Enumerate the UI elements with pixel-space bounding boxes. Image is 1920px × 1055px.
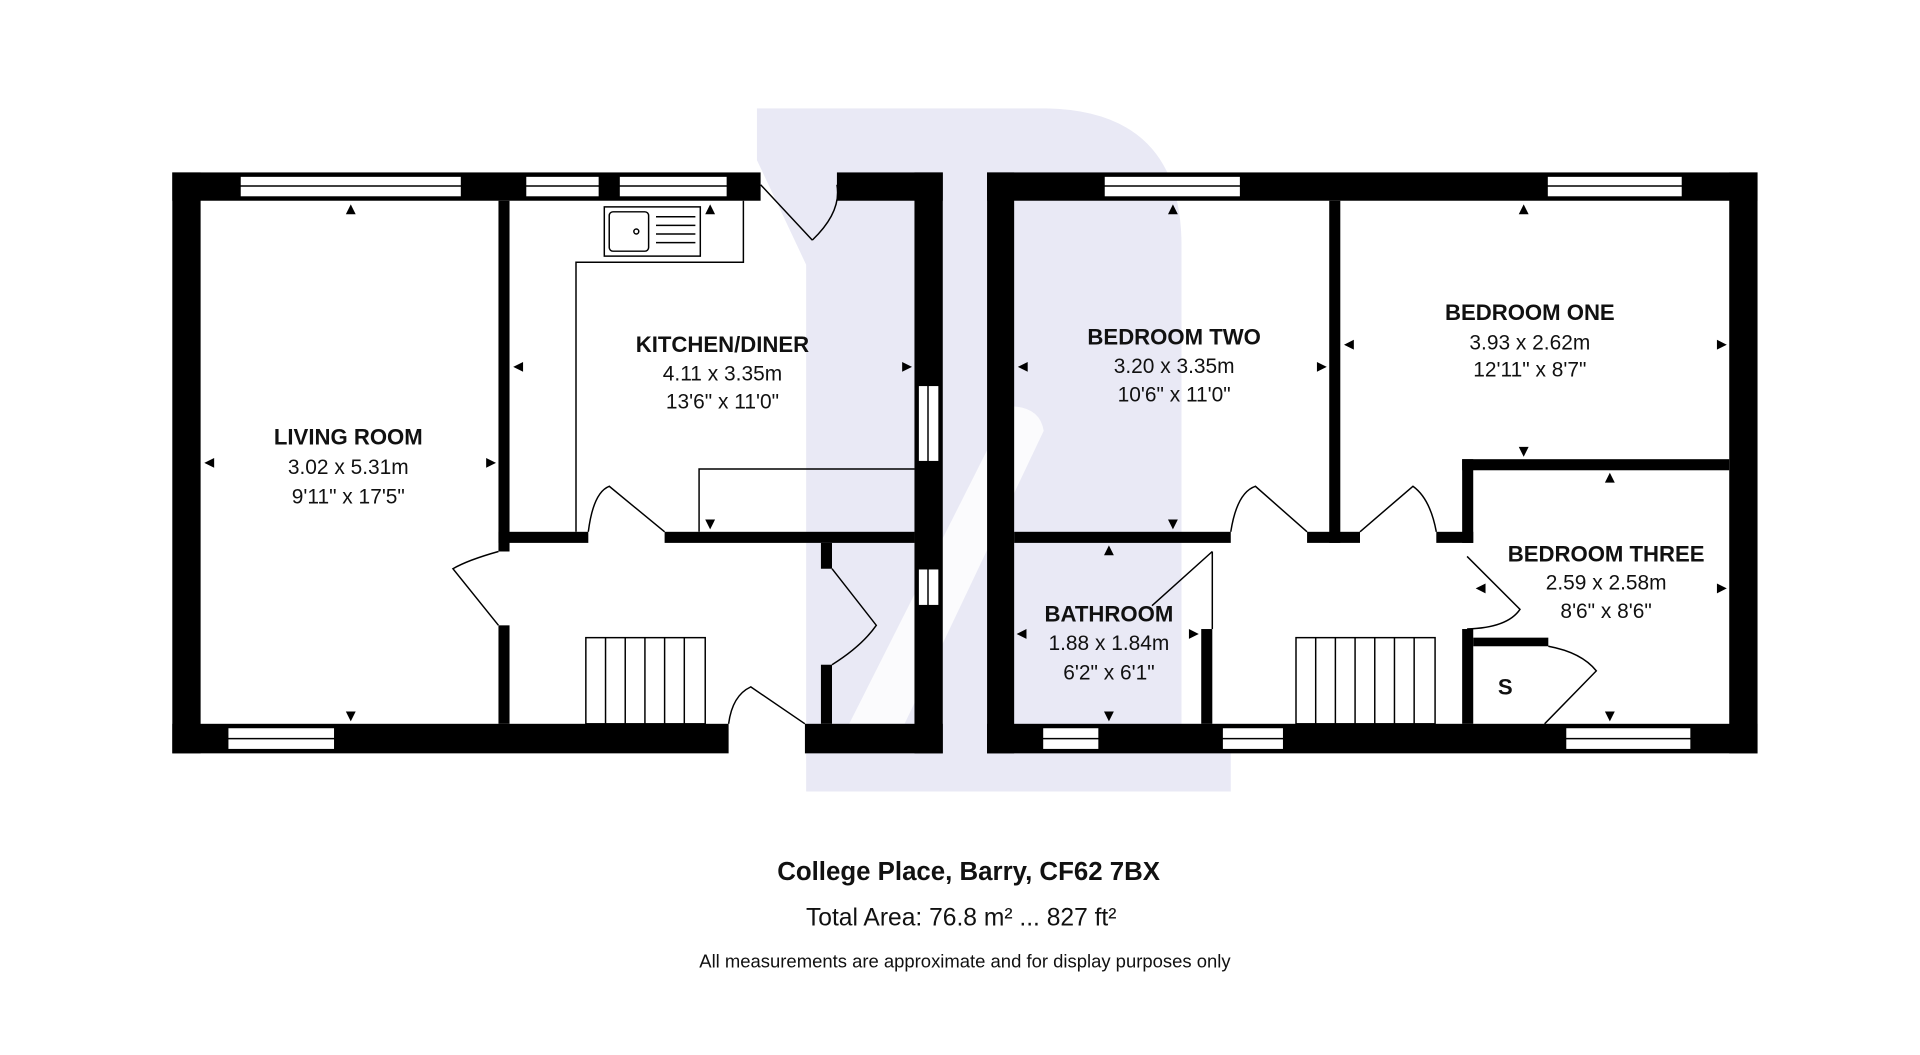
door-swings — [1151, 485, 1598, 725]
room-name: BEDROOM TWO — [1087, 325, 1260, 350]
room-imperial: 9'11" x 17'5" — [292, 486, 405, 509]
room-imperial: 8'6" x 8'6" — [1560, 600, 1651, 623]
sink-icon — [603, 206, 702, 257]
room-kitchen-diner: KITCHEN/DINER 4.11 x 3.35m 13'6" x 11'0" — [636, 332, 809, 414]
room-imperial: 13'6" x 11'0" — [666, 391, 779, 414]
ground-floor-fixtures — [451, 184, 915, 725]
room-name: BEDROOM THREE — [1508, 541, 1705, 566]
room-imperial: 10'6" x 11'0" — [1118, 383, 1231, 406]
room-imperial: 6'2" x 6'1" — [1063, 662, 1154, 685]
ground-floor-windows — [226, 175, 940, 751]
room-metric: 3.20 x 3.35m — [1114, 355, 1235, 378]
staircase — [585, 636, 706, 725]
room-bathroom: BATHROOM 1.88 x 1.84m 6'2" x 6'1" — [1045, 602, 1174, 685]
room-metric: 3.93 x 2.62m — [1469, 332, 1590, 355]
disclaimer: All measurements are approximate and for… — [699, 950, 1231, 971]
room-metric: 4.11 x 3.35m — [663, 362, 782, 385]
room-name: KITCHEN/DINER — [636, 332, 809, 357]
dimension-arrows — [204, 204, 1727, 722]
room-metric: 1.88 x 1.84m — [1048, 632, 1169, 655]
room-name: BATHROOM — [1045, 602, 1174, 627]
room-name: LIVING ROOM — [274, 424, 423, 449]
property-address: College Place, Barry, CF62 7BX — [777, 858, 1160, 886]
staircase — [1295, 636, 1436, 725]
room-bedroom-three: BEDROOM THREE 2.59 x 2.58m 8'6" x 8'6" — [1508, 541, 1705, 623]
room-bedroom-two: BEDROOM TWO 3.20 x 3.35m 10'6" x 11'0" — [1087, 325, 1260, 407]
room-imperial: 12'11" x 8'7" — [1473, 359, 1586, 382]
storage-label: S — [1498, 674, 1513, 699]
room-bedroom-one: BEDROOM ONE 3.93 x 2.62m 12'11" x 8'7" — [1445, 300, 1615, 382]
room-living-room: LIVING ROOM 3.02 x 5.31m 9'11" x 17'5" — [274, 424, 423, 508]
first-floor-fixtures — [1151, 485, 1598, 725]
room-metric: 2.59 x 2.58m — [1546, 572, 1667, 595]
room-name: BEDROOM ONE — [1445, 300, 1615, 325]
room-metric: 3.02 x 5.31m — [288, 456, 409, 479]
first-floor-windows — [1041, 175, 1692, 751]
door-swings — [451, 184, 878, 725]
total-area: Total Area: 76.8 m² ... 827 ft² — [806, 905, 1117, 932]
